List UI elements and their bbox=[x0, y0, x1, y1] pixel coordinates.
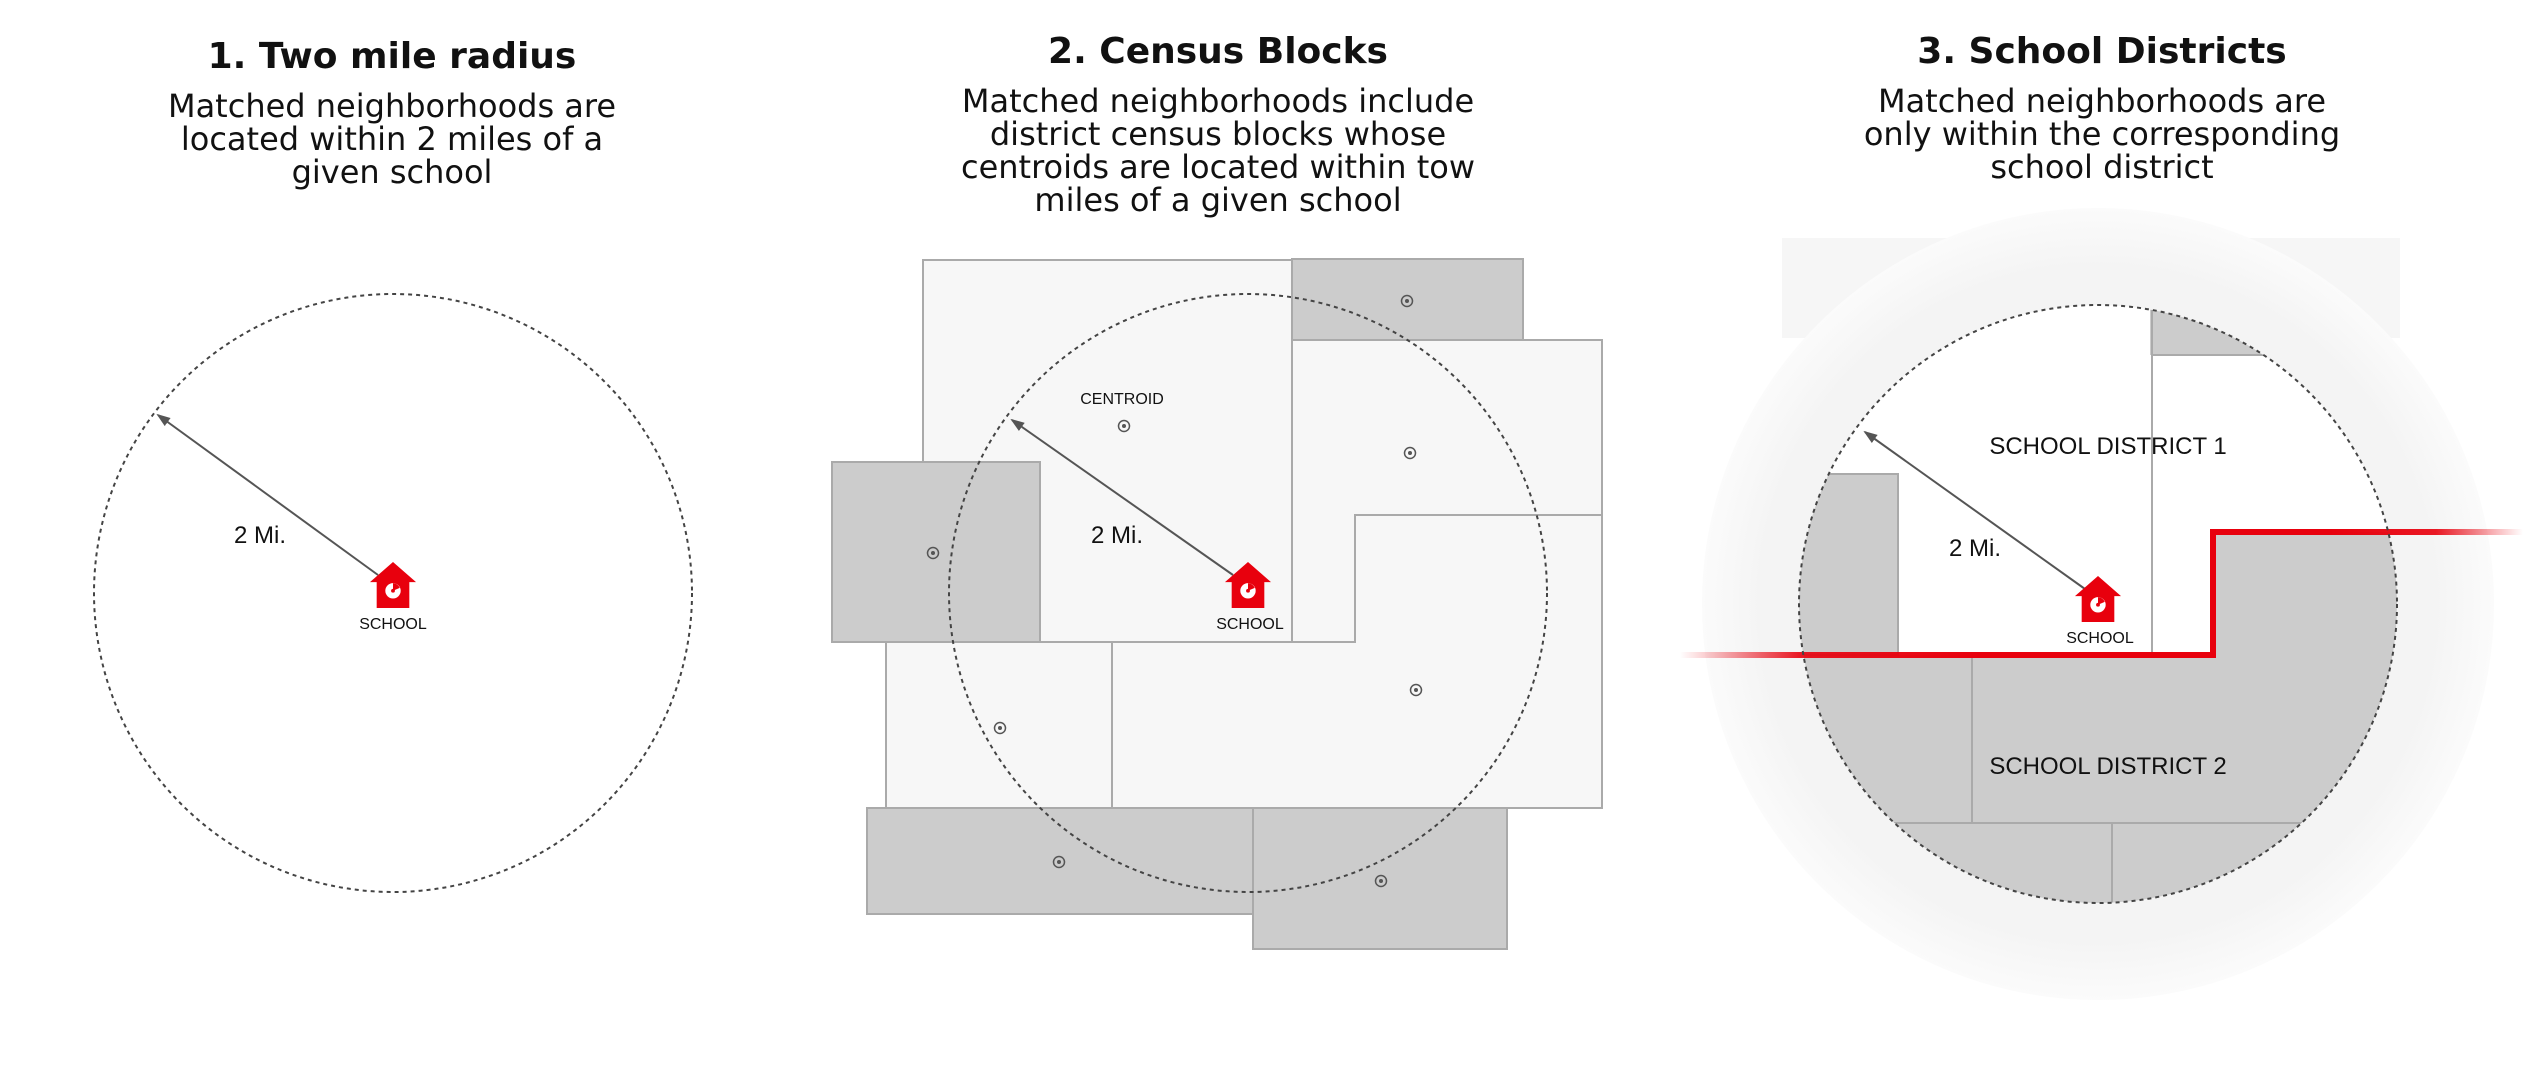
centroid-label: CENTROID bbox=[1080, 391, 1164, 408]
radius-circle bbox=[948, 293, 1548, 893]
radius-circle bbox=[1798, 304, 2398, 904]
school-label: SCHOOL bbox=[2066, 630, 2134, 647]
census-block-included bbox=[866, 807, 1256, 915]
census-block-excluded bbox=[885, 641, 1113, 810]
panel-3-description: Matched neighborhoods are only within th… bbox=[1863, 82, 2341, 186]
radius-arrow bbox=[1010, 418, 1234, 576]
radius-label: 2 Mi. bbox=[234, 522, 286, 549]
radius-arrow bbox=[156, 413, 379, 576]
district-2-label: SCHOOL DISTRICT 2 bbox=[1989, 753, 2226, 780]
panel-1-description: Matched neighborhoods are located within… bbox=[167, 87, 617, 191]
panel-2-diagram: CENTROID 2 Mi. SCHOOL bbox=[831, 258, 1603, 950]
district-2-area bbox=[1799, 532, 2397, 903]
school-icon bbox=[369, 561, 417, 609]
district-1-label: SCHOOL DISTRICT 1 bbox=[1989, 433, 2226, 460]
panel-2-description: Matched neighborhoods include district c… bbox=[960, 82, 1476, 219]
radius-label: 2 Mi. bbox=[1091, 522, 1143, 549]
panel-1-title: 1. Two mile radius bbox=[207, 36, 577, 77]
census-block-included bbox=[831, 461, 1041, 643]
school-label: SCHOOL bbox=[1216, 616, 1284, 633]
district-boundary-line bbox=[1680, 529, 2523, 658]
school-label: SCHOOL bbox=[359, 616, 427, 633]
radius-label: 2 Mi. bbox=[1949, 535, 2001, 562]
panel-3-title: 3. School Districts bbox=[1917, 31, 2287, 72]
panel-3-diagram: SCHOOL DISTRICT 1 SCHOOL DISTRICT 2 2 Mi… bbox=[1680, 208, 2523, 1000]
panel-1-diagram: 2 Mi. SCHOOL bbox=[93, 293, 693, 893]
panel-2-title: 2. Census Blocks bbox=[1048, 31, 1388, 72]
radius-arrow bbox=[1863, 430, 2086, 590]
census-block-included bbox=[1252, 807, 1508, 950]
radius-circle bbox=[93, 293, 693, 893]
